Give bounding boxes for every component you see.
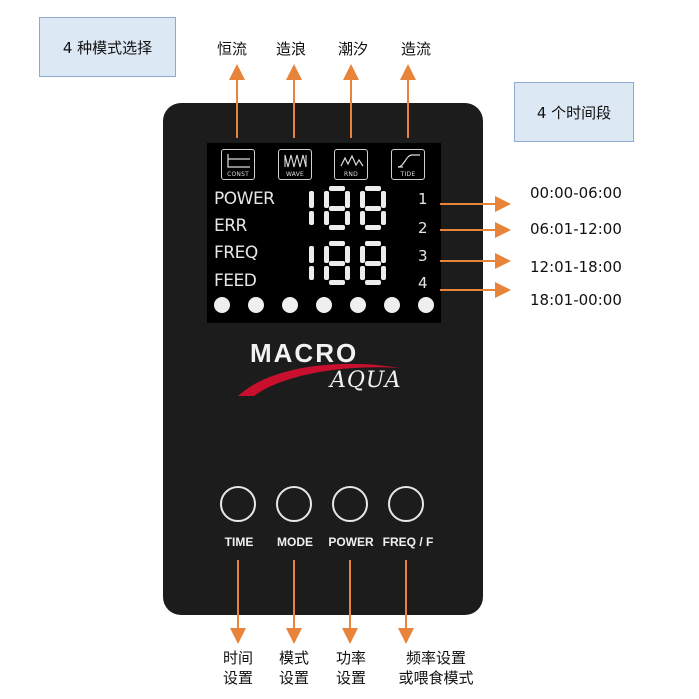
digit-segment bbox=[360, 191, 365, 208]
digit-segment bbox=[324, 265, 329, 280]
slot-number-2: 2 bbox=[418, 219, 428, 237]
random-mode-icon: RND bbox=[334, 149, 368, 180]
digit-segment bbox=[365, 280, 381, 285]
freq-annotation: 频率设置 或喂食模式 bbox=[386, 648, 486, 688]
indicator-dot bbox=[214, 297, 230, 313]
indicator-dot bbox=[350, 297, 366, 313]
indicator-dot bbox=[248, 297, 264, 313]
modes-callout: 4 种模式选择 bbox=[39, 17, 176, 77]
random-icon-caption: RND bbox=[344, 171, 358, 178]
time-button[interactable] bbox=[220, 486, 256, 522]
digit-segment bbox=[324, 191, 329, 208]
digit-segment bbox=[324, 210, 329, 225]
wave-mode-icon: WAVE bbox=[278, 149, 312, 180]
logo-brand: MACRO bbox=[250, 338, 359, 368]
lcd-label-freq: FREQ bbox=[214, 243, 258, 263]
digit-segment bbox=[309, 210, 314, 225]
const-mode-icon: CONST bbox=[221, 149, 255, 180]
digit-segment bbox=[365, 260, 381, 266]
mode-label-tide: 造流 bbox=[401, 40, 432, 58]
logo-sub: AQUA bbox=[330, 368, 402, 393]
digit-segment bbox=[329, 280, 345, 285]
lcd-label-power: POWER bbox=[214, 189, 275, 209]
mode-button-label: MODE bbox=[277, 535, 313, 549]
tide-icon-caption: TIDE bbox=[400, 171, 416, 178]
mode-button[interactable] bbox=[276, 486, 312, 522]
indicator-dot bbox=[418, 297, 434, 313]
slot-number-3: 3 bbox=[418, 247, 428, 265]
mode-label-rnd: 潮汐 bbox=[338, 40, 369, 58]
freq-button-label: FREQ / F bbox=[382, 535, 434, 549]
mode-annotation-line2: 设置 bbox=[278, 669, 309, 687]
periods-callout-text: 4 个时间段 bbox=[536, 103, 612, 122]
indicator-dot bbox=[384, 297, 400, 313]
mode-label-wave: 造浪 bbox=[276, 40, 307, 58]
indicator-dot bbox=[316, 297, 332, 313]
time-annotation: 时间 设置 bbox=[214, 648, 262, 688]
const-icon-caption: CONST bbox=[227, 171, 249, 178]
digit-segment bbox=[309, 191, 314, 208]
time-annotation-line2: 设置 bbox=[222, 669, 253, 687]
tide-icon bbox=[397, 154, 420, 168]
lcd-label-feed: FEED bbox=[214, 271, 257, 291]
const-icon bbox=[227, 154, 250, 168]
periods-callout: 4 个时间段 bbox=[514, 82, 634, 142]
freq-annotation-line1: 频率设置 bbox=[405, 649, 466, 667]
digit-segment bbox=[345, 265, 350, 280]
power-button[interactable] bbox=[332, 486, 368, 522]
digit-segment bbox=[365, 186, 381, 191]
digit-segment bbox=[360, 265, 365, 280]
lcd-label-err: ERR bbox=[214, 216, 247, 236]
digit-segment bbox=[365, 241, 381, 246]
tide-mode-icon: TIDE bbox=[391, 149, 425, 180]
digit-segment bbox=[381, 265, 386, 280]
time-button-label: TIME bbox=[224, 535, 254, 549]
digit-segment bbox=[360, 246, 365, 263]
digit-segment bbox=[381, 191, 386, 208]
digit-segment bbox=[329, 186, 345, 191]
digit-segment bbox=[345, 210, 350, 225]
digit-segment bbox=[365, 205, 381, 211]
digit-segment bbox=[329, 241, 345, 246]
digit-segment bbox=[381, 210, 386, 225]
power-annotation-line1: 功率 bbox=[335, 649, 366, 667]
mode-annotation: 模式 设置 bbox=[270, 648, 318, 688]
slot-number-1: 1 bbox=[418, 190, 428, 208]
power-annotation-line2: 设置 bbox=[335, 669, 366, 687]
freq-button[interactable] bbox=[388, 486, 424, 522]
lcd-display bbox=[207, 143, 441, 323]
time-period-3: 12:01-18:00 bbox=[530, 258, 622, 276]
digit-segment bbox=[324, 246, 329, 263]
mode-annotation-line1: 模式 bbox=[278, 649, 309, 667]
mode-label-const: 恒流 bbox=[217, 40, 248, 58]
digit-segment bbox=[309, 246, 314, 263]
digit-segment bbox=[329, 225, 345, 230]
time-annotation-line1: 时间 bbox=[222, 649, 253, 667]
indicator-dot bbox=[282, 297, 298, 313]
modes-callout-text: 4 种模式选择 bbox=[62, 38, 153, 57]
digit-segment bbox=[345, 191, 350, 208]
digit-segment bbox=[381, 246, 386, 263]
digit-segment bbox=[360, 210, 365, 225]
wave-icon-caption: WAVE bbox=[285, 171, 305, 178]
slot-number-4: 4 bbox=[418, 274, 428, 292]
time-period-1: 00:00-06:00 bbox=[530, 184, 622, 202]
wave-icon bbox=[284, 154, 307, 168]
digit-segment bbox=[345, 246, 350, 263]
digit-segment bbox=[329, 205, 345, 211]
digit-segment bbox=[365, 225, 381, 230]
digit-segment bbox=[329, 260, 345, 266]
logo-swoosh bbox=[238, 363, 400, 396]
digit-segment bbox=[309, 265, 314, 280]
time-period-4: 18:01-00:00 bbox=[530, 291, 622, 309]
power-annotation: 功率 设置 bbox=[327, 648, 375, 688]
freq-annotation-line2: 或喂食模式 bbox=[398, 669, 474, 687]
random-icon bbox=[340, 154, 364, 167]
time-period-2: 06:01-12:00 bbox=[530, 220, 622, 238]
power-button-label: POWER bbox=[328, 535, 374, 549]
